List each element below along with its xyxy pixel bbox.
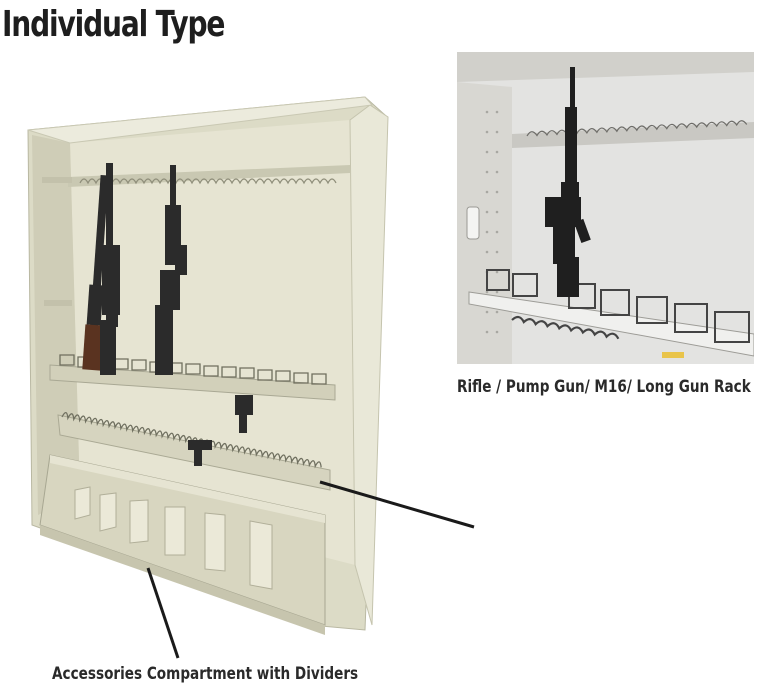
rifle-rack-photo [457,52,754,364]
rifle-rack-caption: Rifle / Pump Gun/ M16/ Long Gun Rack [457,377,751,397]
m16-rifle [545,67,591,297]
compartment-dividers [74,486,273,590]
pistol-2 [188,440,212,466]
side-latch [466,206,480,240]
upper-rest-rail [68,165,350,187]
butt-cups [486,269,750,343]
page-title: Individual Type [2,4,225,45]
rifle-3 [155,165,187,375]
pistol-1 [235,395,253,433]
accessories-caption: Accessories Compartment with Dividers [52,664,359,684]
gun-cabinet-photo [27,96,389,635]
upper-rest-teeth [79,178,337,185]
butt-shelf [468,291,754,357]
rifle-1 [82,174,109,371]
cabinet-back-wall [70,120,355,565]
rifle-2 [100,163,120,375]
